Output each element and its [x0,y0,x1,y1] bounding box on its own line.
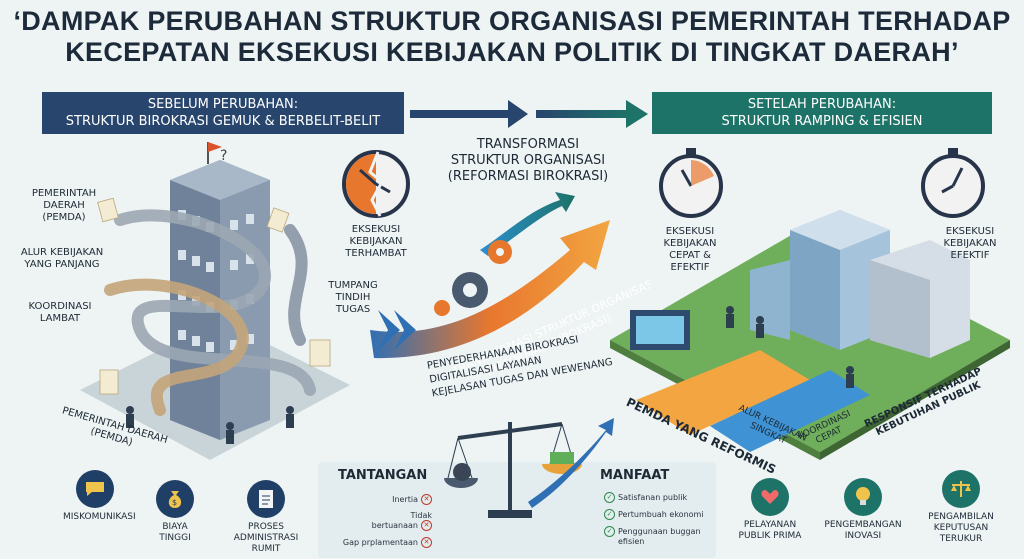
label-koordinasi-lambat: KOORDINASI LAMBAT [28,301,92,324]
after-heading-2: STRUKTUR RAMPING & EFISIEN [721,114,923,129]
flag-icon [208,142,222,152]
arrow-head-2 [626,100,648,128]
miskomunikasi-item: MISKOMUNIKASI [63,470,136,523]
biaya-tinggi-item: $ BIAYA TINGGI [150,480,200,544]
people-figures-right [726,306,854,388]
lightbulb-icon [844,478,882,516]
main-transform-arrow [370,220,610,359]
reformed-government-illustration [610,210,1010,460]
papers [97,197,331,395]
coordination-path [710,370,870,452]
check-icon: ✓ [604,526,615,537]
after-banner: SETELAH PERUBAHAN: STRUKTUR RAMPING & EF… [652,92,992,134]
title-line-2: KECEPATAN EKSEKUSI KEBIJAKAN POLITIK DI … [65,37,959,67]
ground-platform [610,230,1010,452]
label-eksekusi-efektif: EKSEKUSI KEBIJAKAN EFEKTIF [943,226,997,261]
label-eksekusi-terhambat: EKSEKUSI KEBIJAKAN TERHAMBAT [345,224,407,259]
check-icon: ✓ [604,492,615,503]
inovasi-item: PENGEMBANGAN INOVASI [818,478,908,542]
fast-path [636,350,810,435]
tantangan-title: TANTANGAN [338,468,428,483]
chevron-1 [378,310,400,350]
after-heading-1: SETELAH PERUBAHAN: [747,97,897,112]
money-bag-icon: $ [156,480,194,518]
proses-rumit-item: PROSES ADMINISTRASI RUMIT [226,480,306,555]
money-icon [550,452,574,464]
scale-icon [942,470,980,508]
manfaat-title: MANFAAT [600,468,670,483]
transformation-arrows-graphic: TRANSFORMASI STRUKTUR ORGANISASI (REFORM… [370,192,650,378]
transform-heading: TRANSFORMASI STRUKTUR ORGANISASI (REFORM… [447,137,609,184]
label-tumpang-tindih: TUMPANG TINDIH TUGAS [328,280,378,315]
small-arrow [480,192,575,256]
tantangan-item-1: Inertia✕ [340,494,432,505]
question-mark-icon: ? [220,148,227,164]
label-pemda-top: PEMERINTAH DAERAH (PEMDA) [31,188,97,223]
label-eksekusi-cepat: EKSEKUSI KEBIJAKAN CEPAT & EFEKTIF [663,226,717,273]
svg-text:$: $ [172,498,177,507]
pelayanan-item: PELAYANAN PUBLIK PRIMA [730,478,810,542]
title-line-1: ‘DAMPAK PERUBAHAN STRUKTUR ORGANISASI PE… [13,6,1011,36]
growth-arrow [528,418,614,508]
top-arrows-graphic [410,100,648,128]
stopwatch-icon-1 [659,148,723,218]
tangled-pipes [104,209,316,416]
label-alur-panjang: ALUR KEBIJAKAN YANG PANJANG [20,247,104,270]
x-icon: ✕ [421,520,432,531]
tangled-bureaucracy-illustration: ? [80,142,350,460]
modern-buildings [750,210,970,358]
arrow-head-1 [508,100,528,128]
before-heading-1: SEBELUM PERUBAHAN: [147,97,299,112]
before-banner: SEBELUM PERUBAHAN: STRUKTUR BIROKRASI GE… [42,92,404,134]
x-icon: ✕ [421,537,432,548]
heart-hand-icon [751,478,789,516]
people-figures [126,406,294,444]
x-icon: ✕ [421,494,432,505]
arrow-bar-2 [536,110,628,118]
page-title: ‘DAMPAK PERUBAHAN STRUKTUR ORGANISASI PE… [0,6,1024,68]
chat-bubble-icon [76,470,114,508]
manfaat-item-2: ✓Pertumbuah ekonomi [604,509,714,520]
document-icon [247,480,285,518]
manfaat-list: ✓Satisfanan publik ✓Pertumbuah ekonomi ✓… [604,492,714,546]
stopwatch-icon-2 [921,148,985,218]
manfaat-item-1: ✓Satisfanan publik [604,492,714,503]
before-heading-2: STRUKTUR BIROKRASI GEMUK & BERBELIT-BELI… [65,114,381,129]
keputusan-item: PENGAMBILAN KEPUTUSAN TERUKUR [918,470,1004,545]
broken-clock-icon [342,150,410,218]
balance-scale-icon [444,418,614,518]
tantangan-item-3: Gap prplamentaan✕ [340,537,432,548]
weight-bag-icon [453,463,471,481]
check-icon: ✓ [604,509,615,520]
arrow-bar-1 [410,110,510,118]
gear-icon [434,240,512,316]
